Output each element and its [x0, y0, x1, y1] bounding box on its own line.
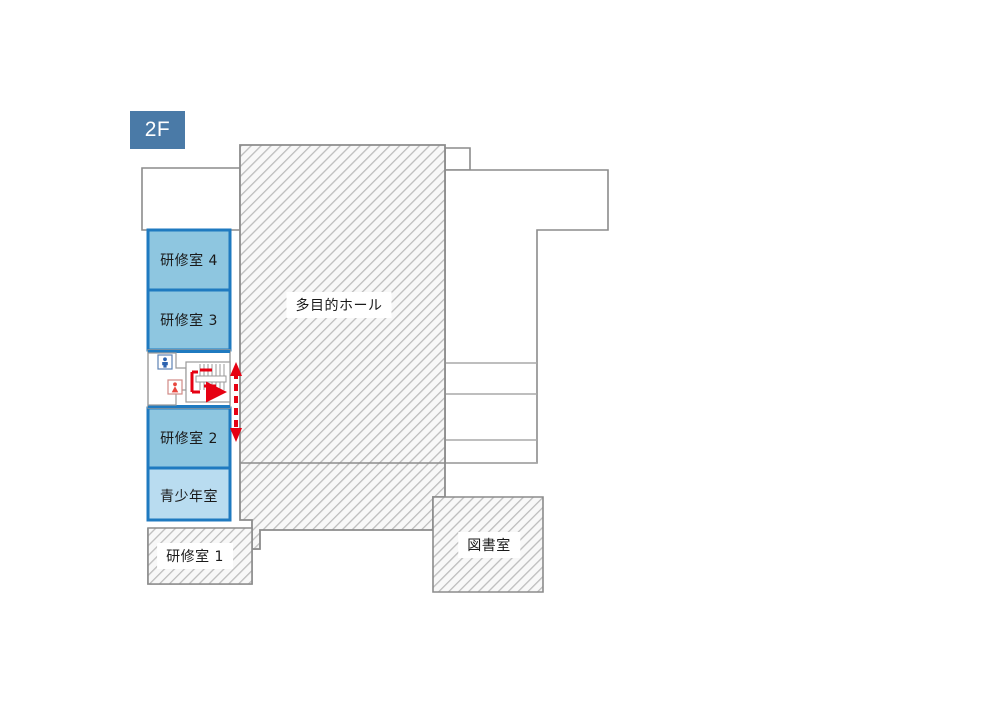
core-top-strip — [148, 350, 230, 353]
label-kenshushitsu-3: 研修室 3 — [160, 313, 218, 329]
label-toshoshitsu: 図書室 — [458, 532, 520, 558]
core-service-area — [147, 349, 231, 409]
blue-room-blocks — [146, 228, 232, 522]
mens-restroom-icon — [157, 354, 173, 370]
evacuation-route-stairs — [190, 368, 227, 403]
outline-top-notch — [444, 147, 471, 171]
label-seishonenshitsu: 青少年室 — [160, 489, 218, 505]
floor-badge: 2F — [130, 111, 185, 149]
hatched-areas — [147, 144, 544, 593]
outline-upper-left — [141, 167, 241, 231]
room-kenshushitsu-2[interactable] — [146, 406, 232, 470]
core-bottom-strip — [148, 405, 230, 408]
womens-restroom-icon — [167, 379, 183, 395]
route-arrow-up — [230, 362, 242, 376]
outline-right-wing — [444, 169, 609, 464]
route-arrow-down — [230, 428, 242, 442]
evacuation-route-vertical — [230, 362, 242, 442]
label-kenshushitsu-4: 研修室 4 — [160, 253, 218, 269]
multipurpose-hall-area — [239, 144, 446, 550]
label-kenshushitsu-1: 研修室 1 — [157, 543, 233, 569]
room-kenshushitsu-3[interactable] — [146, 288, 232, 352]
room-seishonenshitsu[interactable] — [146, 466, 232, 522]
room-kenshushitsu-4[interactable] — [146, 228, 232, 292]
label-tamokuteki-hall: 多目的ホール — [286, 292, 392, 318]
label-kenshushitsu-2: 研修室 2 — [160, 431, 218, 447]
